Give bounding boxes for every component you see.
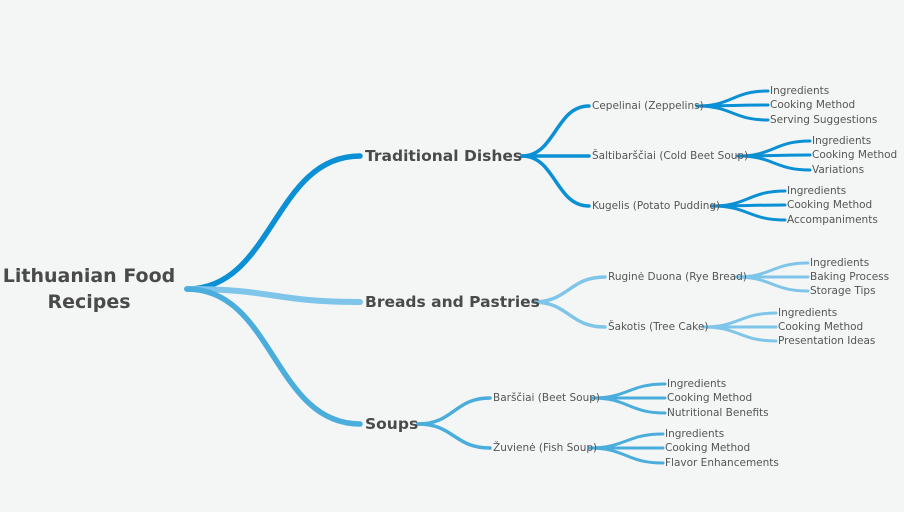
leaf-node[interactable]: Cooking Method: [665, 442, 751, 454]
branch-connector: [520, 104, 591, 158]
leaf-node[interactable]: Ingredients: [812, 135, 872, 147]
leaf-connector: [701, 325, 778, 343]
leaf-node[interactable]: Cooking Method: [787, 199, 873, 211]
leaf-node[interactable]: Ingredients: [667, 378, 727, 390]
leaf-node[interactable]: Accompaniments: [787, 214, 878, 226]
leaf-node[interactable]: Variations: [812, 164, 865, 176]
topic-node[interactable]: Žuvienė (Fish Soup): [493, 442, 598, 454]
branch-connector: [416, 396, 492, 426]
leaf-node[interactable]: Flavor Enhancements: [665, 457, 779, 469]
root-connector: [184, 286, 363, 427]
branch-connector: [531, 300, 607, 329]
root-connector: [184, 153, 363, 292]
leaf-connector: [587, 446, 665, 465]
branch-node[interactable]: Breads and Pastries: [365, 293, 540, 311]
root-connector: [184, 286, 363, 305]
root-node[interactable]: Lithuanian Food Recipes: [0, 263, 179, 315]
leaf-node[interactable]: Cooking Method: [770, 99, 856, 111]
leaf-node[interactable]: Serving Suggestions: [770, 114, 878, 126]
topic-node[interactable]: Barščiai (Beet Soup): [493, 392, 600, 404]
leaf-connector: [590, 382, 667, 400]
branch-connector: [531, 275, 607, 304]
leaf-connector: [710, 204, 787, 222]
branch-node[interactable]: Soups: [365, 415, 419, 433]
root-title-line2: Recipes: [47, 291, 131, 313]
leaf-connector: [701, 311, 778, 329]
leaf-node[interactable]: Nutritional Benefits: [667, 407, 769, 419]
leaf-node[interactable]: Storage Tips: [810, 285, 876, 297]
topic-node[interactable]: Cepelinai (Zeppelins): [592, 100, 704, 112]
leaf-node[interactable]: Baking Process: [810, 271, 890, 283]
topic-node[interactable]: Šakotis (Tree Cake): [608, 321, 709, 333]
topic-node[interactable]: Kugelis (Potato Pudding): [592, 200, 721, 212]
leaf-node[interactable]: Ingredients: [770, 85, 830, 97]
leaf-node[interactable]: Presentation Ideas: [778, 335, 876, 347]
leaf-node[interactable]: Ingredients: [810, 257, 870, 269]
branch-node[interactable]: Traditional Dishes: [365, 147, 523, 165]
leaf-node[interactable]: Ingredients: [787, 185, 847, 197]
leaf-connector: [587, 432, 665, 450]
leaf-node[interactable]: Cooking Method: [812, 149, 898, 161]
branch-connector: [416, 422, 492, 450]
leaf-node[interactable]: Cooking Method: [667, 392, 753, 404]
leaf-connector: [695, 104, 770, 122]
topic-node[interactable]: Šaltibarščiai (Cold Beet Soup): [592, 150, 749, 162]
branch-connector: [520, 154, 591, 208]
leaf-connector: [590, 396, 667, 415]
leaf-node[interactable]: Ingredients: [665, 428, 725, 440]
leaf-connector: [736, 154, 812, 172]
root-title-line1: Lithuanian Food: [2, 265, 176, 287]
leaf-connector: [734, 275, 810, 293]
topic-node[interactable]: Ruginė Duona (Rye Bread): [608, 271, 747, 283]
leaf-node[interactable]: Cooking Method: [778, 321, 864, 333]
leaf-node[interactable]: Ingredients: [778, 307, 838, 319]
